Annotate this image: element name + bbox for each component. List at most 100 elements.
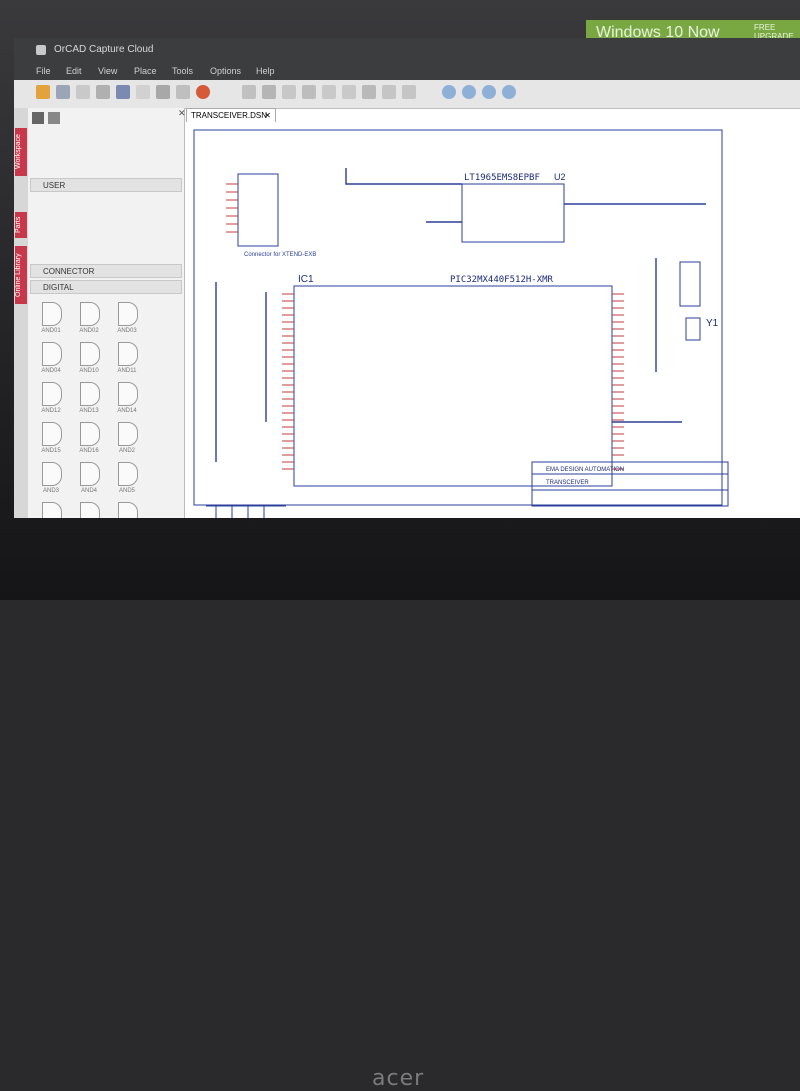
gate-symbol-icon: [80, 342, 100, 366]
section-digital[interactable]: DIGITAL: [30, 280, 182, 294]
left-panel: Workspace Parts Online Library ✕ USER CO…: [14, 108, 186, 518]
part-and03[interactable]: AND03: [110, 298, 144, 342]
main-ic-part-name: PIC32MX440F512H-XMR: [450, 275, 554, 285]
clipboard-icon[interactable]: [282, 85, 296, 99]
part-and5[interactable]: AND5: [110, 458, 144, 502]
gate-symbol-icon: [118, 462, 138, 486]
part-label: AND2: [118, 448, 135, 454]
gate-symbol-icon: [42, 302, 62, 326]
part-and4[interactable]: AND4: [72, 458, 106, 502]
part-and16[interactable]: AND16: [72, 418, 106, 462]
part-label: AND5: [118, 488, 135, 494]
part-and8[interactable]: AND8: [110, 498, 144, 518]
part-and6[interactable]: AND6: [34, 498, 68, 518]
menu-bar: File Edit View Place Tools Options Help: [14, 62, 800, 80]
undo-icon[interactable]: [156, 85, 170, 99]
title-block-company: EMA DESIGN AUTOMATION: [546, 467, 624, 473]
menu-file[interactable]: File: [36, 66, 51, 76]
section-connector[interactable]: CONNECTOR: [30, 264, 182, 278]
part-label: AND10: [79, 368, 99, 374]
copy-icon[interactable]: [96, 85, 110, 99]
vertical-tab-strip: Workspace Parts Online Library: [14, 108, 28, 518]
gate-symbol-icon: [118, 502, 138, 518]
cut-icon[interactable]: [242, 85, 256, 99]
part-and15[interactable]: AND15: [34, 418, 68, 462]
zoom-out-icon[interactable]: [462, 85, 476, 99]
gate-symbol-icon: [42, 382, 62, 406]
menu-view[interactable]: View: [98, 66, 118, 76]
new-icon[interactable]: [36, 85, 50, 99]
save-icon[interactable]: [76, 85, 90, 99]
close-tab-icon[interactable]: ✕: [264, 111, 271, 120]
part-and14[interactable]: AND14: [110, 378, 144, 422]
part-label: AND11: [117, 368, 137, 374]
part-and04[interactable]: AND04: [34, 338, 68, 382]
part-and2[interactable]: AND2: [110, 418, 144, 462]
regulator-designator: U2: [554, 172, 566, 182]
gate-symbol-icon: [118, 342, 138, 366]
title-block-title: TRANSCEIVER: [546, 480, 589, 486]
part-label: AND14: [117, 408, 137, 414]
tab-parts[interactable]: Parts: [15, 212, 27, 238]
connector-caption: Connector for XTEND-EXB: [244, 252, 316, 258]
gate-symbol-icon: [42, 342, 62, 366]
redo-icon[interactable]: [176, 85, 190, 99]
tab-workspace[interactable]: Workspace: [15, 128, 27, 176]
part-and3[interactable]: AND3: [34, 458, 68, 502]
bottom-bezel: acer: [0, 518, 800, 1091]
tab-online-library[interactable]: Online Library: [15, 246, 27, 304]
stop-icon[interactable]: [196, 85, 210, 99]
wire-icon[interactable]: [382, 85, 396, 99]
windows-badge-small: FREE UPGRADE: [754, 23, 794, 41]
gate-symbol-icon: [80, 422, 100, 446]
part-label: AND01: [41, 328, 61, 334]
part-and11[interactable]: AND11: [110, 338, 144, 382]
part-and13[interactable]: AND13: [72, 378, 106, 422]
part-label: AND13: [79, 408, 99, 414]
gate-symbol-icon: [42, 462, 62, 486]
part-and02[interactable]: AND02: [72, 298, 106, 342]
align-icon[interactable]: [362, 85, 376, 99]
title-block: [531, 461, 729, 507]
menu-edit[interactable]: Edit: [66, 66, 82, 76]
part-label: AND15: [41, 448, 61, 454]
gate-symbol-icon: [118, 382, 138, 406]
menu-help[interactable]: Help: [256, 66, 275, 76]
zoom-in-icon[interactable]: [442, 85, 456, 99]
menu-place[interactable]: Place: [134, 66, 157, 76]
zoom-fit-icon[interactable]: [502, 85, 516, 99]
part-label: AND12: [41, 408, 61, 414]
section-user[interactable]: USER: [30, 178, 182, 192]
regulator-u2: [461, 183, 565, 243]
menu-options[interactable]: Options: [210, 66, 242, 76]
part-label: AND16: [79, 448, 99, 454]
part-and01[interactable]: AND01: [34, 298, 68, 342]
crystal-y1: [685, 317, 701, 341]
page-icon[interactable]: [136, 85, 150, 99]
schematic-drawing[interactable]: Connector for XTEND-EXB LT1965EMS8EPBF U…: [186, 122, 800, 518]
menu-tools[interactable]: Tools: [172, 66, 194, 76]
gate-symbol-icon: [42, 502, 62, 518]
mirror-icon[interactable]: [342, 85, 356, 99]
gate-symbol-icon: [118, 422, 138, 446]
list-view-icon[interactable]: [32, 112, 44, 124]
sheet-border: [193, 129, 723, 506]
print-icon[interactable]: [116, 85, 130, 99]
part-label: AND4: [80, 488, 97, 494]
delete-icon[interactable]: [302, 85, 316, 99]
document-tab[interactable]: TRANSCEIVER.DSN ✕: [186, 108, 276, 122]
paste-icon[interactable]: [262, 85, 276, 99]
open-icon[interactable]: [56, 85, 70, 99]
bus-icon[interactable]: [402, 85, 416, 99]
schematic-canvas[interactable]: Connector for XTEND-EXB LT1965EMS8EPBF U…: [186, 122, 800, 518]
grid-view-icon[interactable]: [48, 112, 60, 124]
rotate-icon[interactable]: [322, 85, 336, 99]
gate-symbol-icon: [42, 422, 62, 446]
close-panel-icon[interactable]: ✕: [178, 108, 186, 118]
gate-symbol-icon: [80, 502, 100, 518]
part-and12[interactable]: AND12: [34, 378, 68, 422]
part-and10[interactable]: AND10: [72, 338, 106, 382]
zoom-area-icon[interactable]: [482, 85, 496, 99]
app-title: OrCAD Capture Cloud: [54, 44, 154, 55]
part-and7[interactable]: AND7: [72, 498, 106, 518]
